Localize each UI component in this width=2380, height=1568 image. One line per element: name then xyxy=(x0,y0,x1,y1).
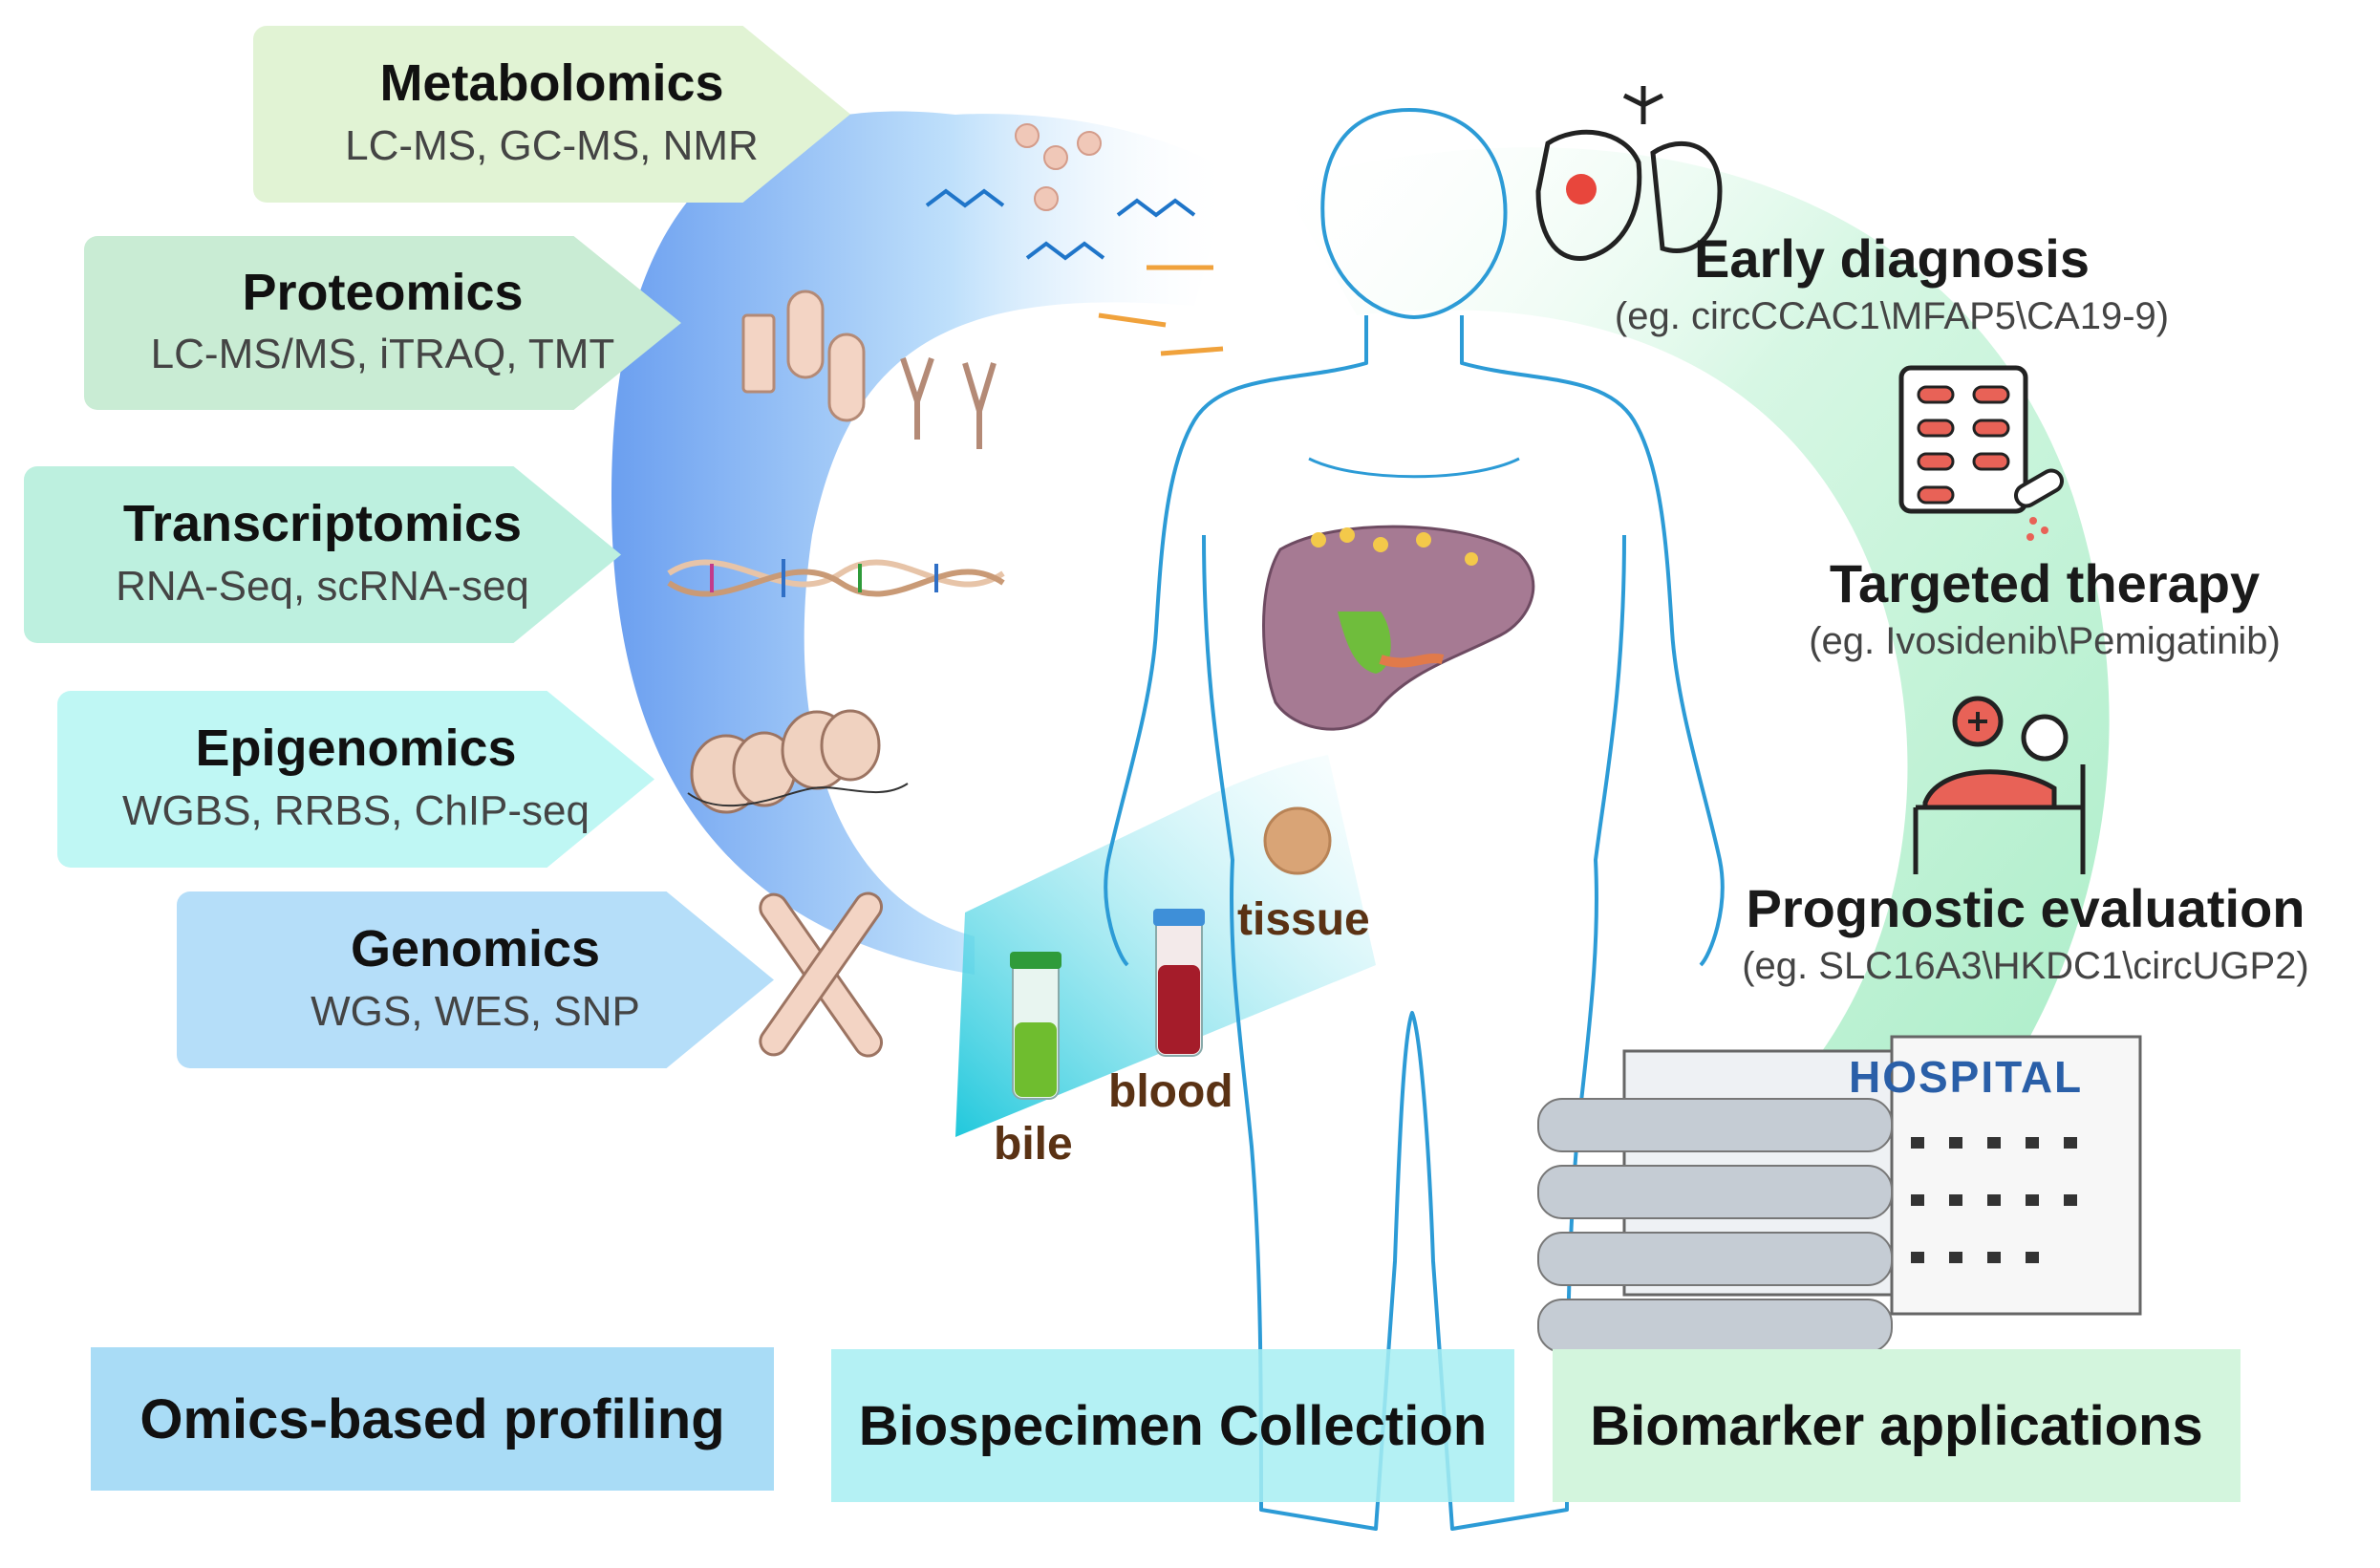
blood-tube xyxy=(1153,909,1205,1057)
chromosome xyxy=(759,891,884,1058)
omics-title: Proteomics xyxy=(242,263,524,321)
application-early-diagnosis: Early diagnosis (eg. circCCAC1\MFAP5\CA1… xyxy=(1567,227,2217,338)
patient-bed-icon xyxy=(1913,696,2086,874)
section-biomarker-applications: Biomarker applications xyxy=(1553,1349,2241,1502)
section-biospecimen-collection: Biospecimen Collection xyxy=(831,1349,1514,1502)
nucleosomes xyxy=(687,709,909,814)
application-title: Targeted therapy xyxy=(1829,553,2261,613)
application-title: Early diagnosis xyxy=(1694,228,2090,289)
omics-methods: LC-MS, GC-MS, NMR xyxy=(345,121,759,169)
metabolite-molecules xyxy=(925,123,1224,356)
bile-tube xyxy=(1010,952,1061,1100)
liver-illustration xyxy=(1262,525,1535,731)
omics-methods: LC-MS/MS, iTRAQ, TMT xyxy=(150,331,615,378)
protein-antibodies xyxy=(741,290,997,449)
application-example: (eg. SLC16A3\HKDC1\circUGP2) xyxy=(1742,945,2309,987)
specimen-label-tissue: tissue xyxy=(1237,894,1370,945)
omics-title: Metabolomics xyxy=(379,54,724,113)
hospital-building xyxy=(1537,1035,2142,1353)
omics-tag-transcriptomics: Transcriptomics RNA-Seq, scRNA-seq xyxy=(24,466,621,643)
application-title: Prognostic evaluation xyxy=(1746,878,2305,938)
omics-title: Genomics xyxy=(350,920,601,978)
omics-methods: WGS, WES, SNP xyxy=(311,987,640,1035)
omics-methods: WGBS, RRBS, ChIP-seq xyxy=(121,786,590,834)
section-omics-profiling: Omics-based profiling xyxy=(91,1347,774,1491)
application-prognostic-evaluation: Prognostic evaluation (eg. SLC16A3\HKDC1… xyxy=(1682,877,2369,988)
hospital-sign: HOSPITAL xyxy=(1849,1052,2084,1102)
specimen-label-bile: bile xyxy=(994,1119,1073,1170)
application-example: (eg. Ivosidenib\Pemigatinib) xyxy=(1809,620,2281,662)
rna-helix xyxy=(667,559,1005,597)
liver-lungs-icon xyxy=(1535,86,1723,261)
application-example: (eg. circCCAC1\MFAP5\CA19-9) xyxy=(1614,295,2170,337)
omics-tag-proteomics: Proteomics LC-MS/MS, iTRAQ, TMT xyxy=(84,236,681,410)
omics-methods: RNA-Seq, scRNA-seq xyxy=(116,562,529,610)
specimen-label-blood: blood xyxy=(1108,1066,1233,1117)
omics-tag-epigenomics: Epigenomics WGBS, RRBS, ChIP-seq xyxy=(57,691,654,868)
omics-title: Transcriptomics xyxy=(122,495,523,553)
omics-tag-metabolomics: Metabolomics LC-MS, GC-MS, NMR xyxy=(253,26,850,203)
application-targeted-therapy: Targeted therapy (eg. Ivosidenib\Pemigat… xyxy=(1720,552,2369,663)
pill-pack-icon xyxy=(1898,365,2064,541)
tissue-sample xyxy=(1263,806,1332,875)
omics-tag-genomics: Genomics WGS, WES, SNP xyxy=(177,891,774,1068)
human-body-outline xyxy=(1104,108,1725,1531)
omics-title: Epigenomics xyxy=(195,720,517,778)
